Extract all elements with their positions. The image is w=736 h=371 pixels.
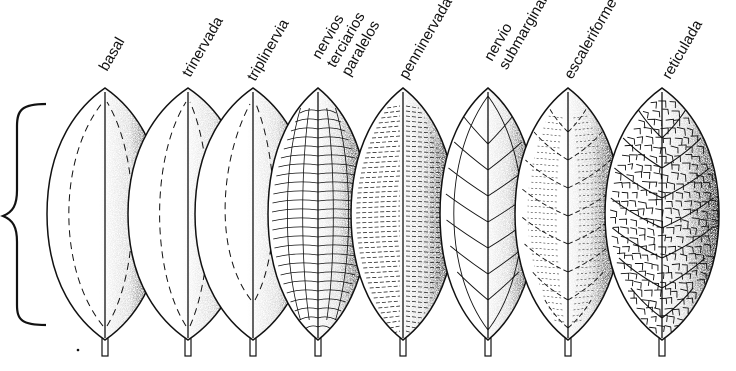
label-line: trinervada: [179, 13, 227, 80]
label-nervios-terciarios-paralelos: nerviosterciariosparalelos: [309, 1, 384, 79]
label-trinervada: trinervada: [179, 13, 227, 80]
label-line: escaleriforme: [561, 0, 621, 82]
leaf-reticulada: [605, 88, 723, 356]
label-line: basal: [96, 34, 129, 74]
label-penninervada: penninervada: [396, 0, 457, 82]
label-basal: basal: [96, 34, 129, 74]
label-line: triplinervia: [244, 16, 293, 84]
label-line: reticulada: [659, 17, 707, 82]
label-escaleriforme: escaleriforme: [561, 0, 621, 82]
label-row: basal trinervada triplinervia nerviostercia…: [96, 0, 707, 84]
grouping-brace: [3, 104, 46, 325]
stray-dot: [77, 349, 80, 352]
label-reticulada: reticulada: [659, 17, 707, 82]
label-line: penninervada: [396, 0, 457, 82]
label-triplinervia: triplinervia: [244, 16, 293, 84]
leaf-row: [47, 88, 723, 356]
